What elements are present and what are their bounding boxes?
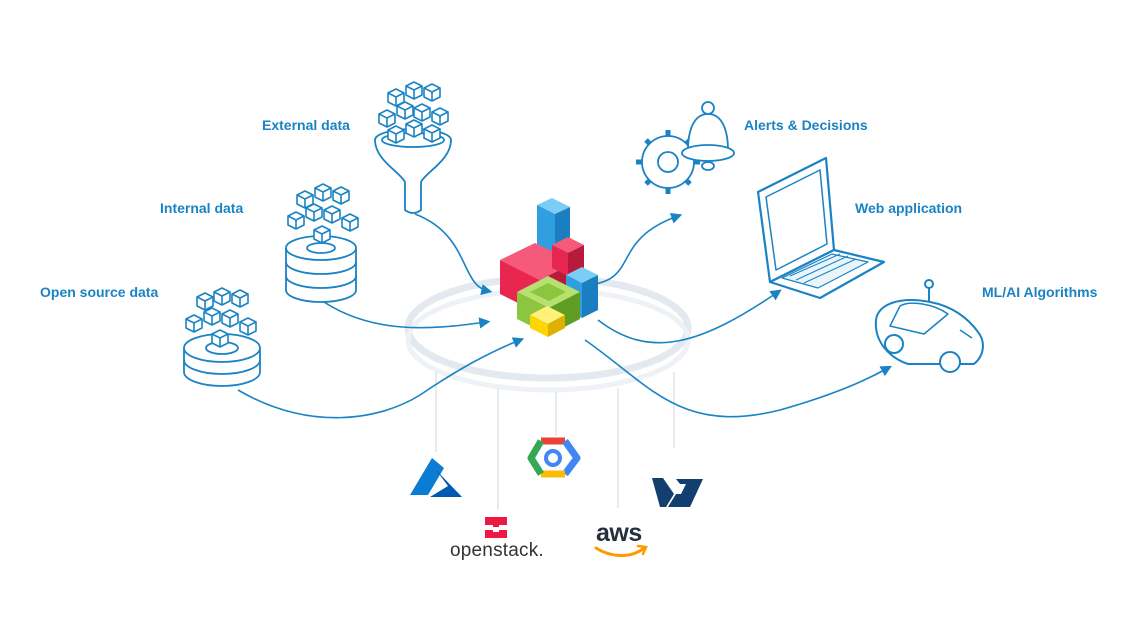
ovh-logo (652, 478, 703, 507)
ring-icon (183, 333, 261, 387)
flow-ml (584, 339, 892, 418)
flow-external (414, 213, 493, 296)
aws-logo (594, 544, 648, 557)
database-icon (285, 235, 357, 303)
gear-icon (636, 130, 700, 194)
flow-open-source (237, 337, 525, 419)
label-alerts-decisions: Alerts & Decisions (744, 117, 868, 133)
openstack-wordmark: openstack. (450, 540, 544, 561)
label-ml-ai-algorithms: ML/AI Algorithms (982, 284, 1098, 300)
flow-internal (317, 297, 491, 329)
cube-cluster-icon (378, 81, 449, 144)
label-internal-data: Internal data (160, 200, 244, 216)
funnel-icon (374, 128, 452, 214)
car-icon (874, 279, 984, 373)
google-cloud-logo (527, 437, 581, 478)
laptop-icon (756, 156, 886, 300)
azure-logo (410, 458, 462, 497)
flow-alerts (587, 212, 683, 286)
label-open-source-data: Open source data (40, 284, 159, 300)
flow-web (597, 289, 782, 344)
aws-wordmark: aws (596, 519, 642, 547)
label-web-application: Web application (855, 200, 963, 216)
label-external-data: External data (262, 117, 350, 133)
platform-connector-lines (435, 372, 675, 510)
central-cube-stack (500, 198, 598, 337)
flow-lines (237, 212, 892, 419)
bell-icon (681, 101, 735, 171)
cube-cluster-icon (287, 183, 359, 244)
openstack-logo (485, 517, 507, 538)
